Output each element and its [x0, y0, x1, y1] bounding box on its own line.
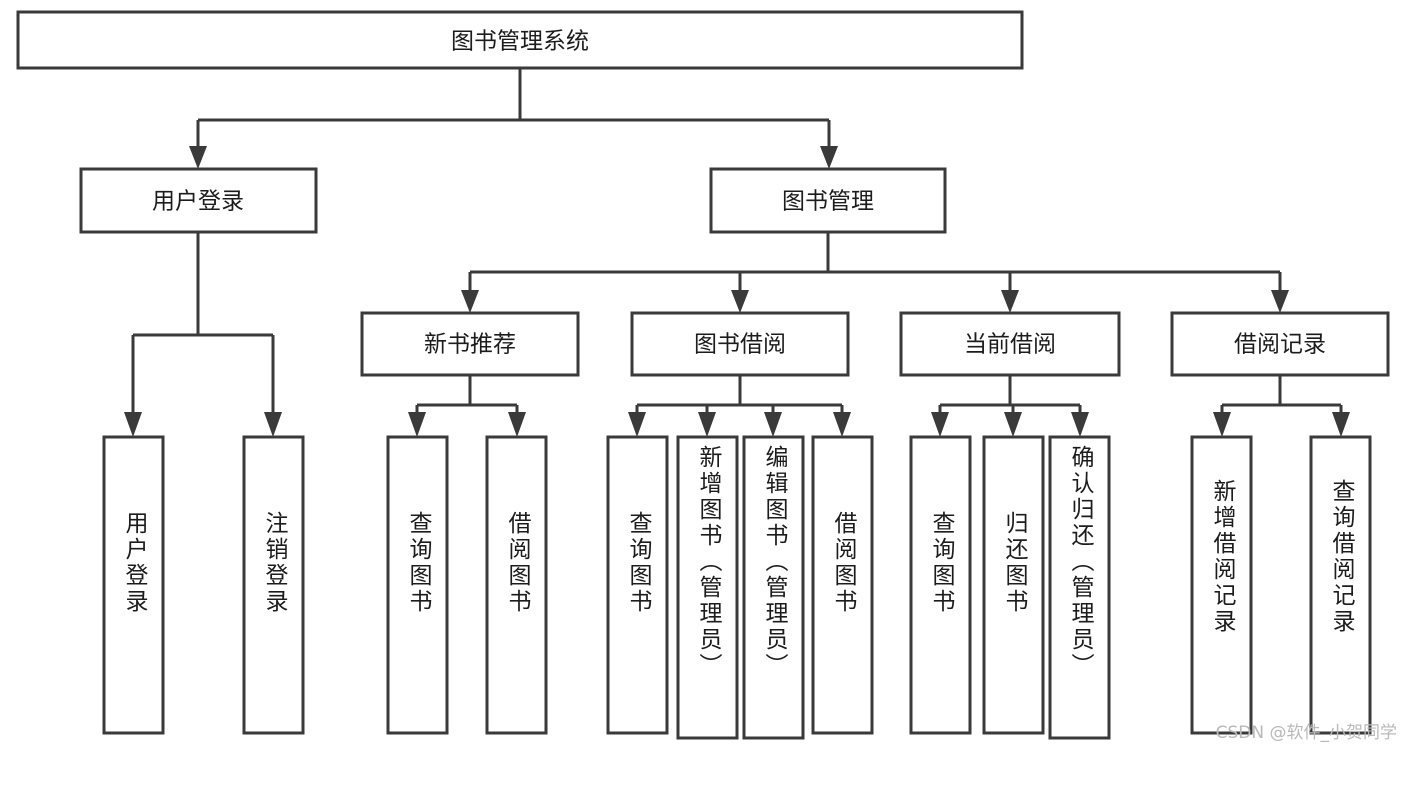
- tree-svg: 图书管理系统 用户登录 图书管理: [16, 10, 1390, 740]
- arrow-head-to-current-borrow: [1001, 290, 1019, 313]
- node-root-box: [16, 10, 1024, 70]
- arrow-head-bb-leaf-1: [628, 412, 646, 437]
- node-root-label: 图书管理系统: [451, 29, 589, 55]
- arrow-head-nbr-leaf-2: [508, 412, 526, 437]
- node-new-book-recommend-label: 新书推荐: [424, 332, 516, 358]
- connector-book-borrow-to-leaves: [628, 375, 851, 437]
- node-new-book-recommend-box: [360, 311, 580, 377]
- node-book-borrow-box: [630, 311, 850, 377]
- arrow-head-cb-leaf-3: [1071, 412, 1089, 437]
- leaf-box-query-book-cb[interactable]: [909, 435, 972, 735]
- arrow-head-cb-leaf-1: [931, 412, 949, 437]
- leaf-box-logout[interactable]: [242, 435, 305, 735]
- node-current-borrow-box: [899, 311, 1121, 377]
- leaf-box-add-book-admin[interactable]: [676, 435, 739, 740]
- node-current-borrow-label: 当前借阅: [964, 332, 1056, 358]
- node-book-borrow-label: 图书借阅: [694, 332, 786, 358]
- node-current-borrow[interactable]: 当前借阅: [899, 311, 1121, 377]
- arrow-head-to-book-mgmt: [820, 146, 838, 169]
- arrow-head-to-book-borrow: [731, 290, 749, 313]
- connector-book-mgmt-to-level3: [461, 232, 1289, 313]
- node-book-borrow[interactable]: 图书借阅: [630, 311, 850, 377]
- arrow-head-to-new-book-rec: [461, 290, 479, 313]
- leaf-box-query-book-nbr[interactable]: [386, 435, 449, 735]
- arrow-head-br-leaf-1: [1213, 412, 1231, 437]
- arrow-head-bb-leaf-3: [764, 412, 782, 437]
- arrow-head-cb-leaf-2: [1004, 412, 1022, 437]
- leaf-box-edit-book-admin[interactable]: [742, 435, 805, 740]
- arrow-head-to-leaf-user-login: [124, 412, 142, 437]
- node-user-login[interactable]: 用户登录: [79, 167, 318, 234]
- leaf-box-query-book-bb[interactable]: [606, 435, 669, 735]
- arrow-head-to-leaf-logout: [264, 412, 282, 437]
- leaf-box-confirm-return-admin[interactable]: [1048, 435, 1111, 740]
- arrow-head-br-leaf-2: [1332, 412, 1350, 437]
- node-book-management-label: 图书管理: [782, 189, 874, 215]
- connector-user-login-to-leaves: [124, 232, 282, 437]
- arrow-head-to-user-login: [189, 146, 207, 169]
- arrow-head-bb-leaf-4: [833, 412, 851, 437]
- connector-new-book-recommend-to-leaves: [408, 375, 526, 437]
- connector-borrow-record-to-leaves: [1213, 375, 1350, 437]
- node-user-login-label: 用户登录: [152, 189, 244, 215]
- leaf-box-query-borrow-record[interactable]: [1309, 435, 1372, 735]
- arrow-head-nbr-leaf-1: [408, 412, 426, 437]
- node-root[interactable]: 图书管理系统: [16, 10, 1024, 70]
- arrow-head-to-borrow-record: [1271, 290, 1289, 313]
- node-borrow-record[interactable]: 借阅记录: [1170, 311, 1390, 377]
- connector-root-to-level2: [189, 68, 838, 169]
- leaf-box-borrow-book-nbr[interactable]: [485, 435, 548, 735]
- node-borrow-record-box: [1170, 311, 1390, 377]
- leaf-box-user-login[interactable]: [102, 435, 165, 735]
- node-book-management-box: [709, 167, 947, 234]
- org-chart-diagram: 图书管理系统 用户登录 图书管理: [16, 10, 1397, 743]
- connector-current-borrow-to-leaves: [931, 375, 1089, 437]
- leaf-box-return-book[interactable]: [982, 435, 1045, 735]
- leaf-box-add-borrow-record[interactable]: [1190, 435, 1253, 735]
- node-book-management[interactable]: 图书管理: [709, 167, 947, 234]
- arrow-head-bb-leaf-2: [698, 412, 716, 437]
- node-borrow-record-label: 借阅记录: [1234, 332, 1326, 358]
- leaf-box-borrow-book-bb[interactable]: [811, 435, 874, 735]
- node-new-book-recommend[interactable]: 新书推荐: [360, 311, 580, 377]
